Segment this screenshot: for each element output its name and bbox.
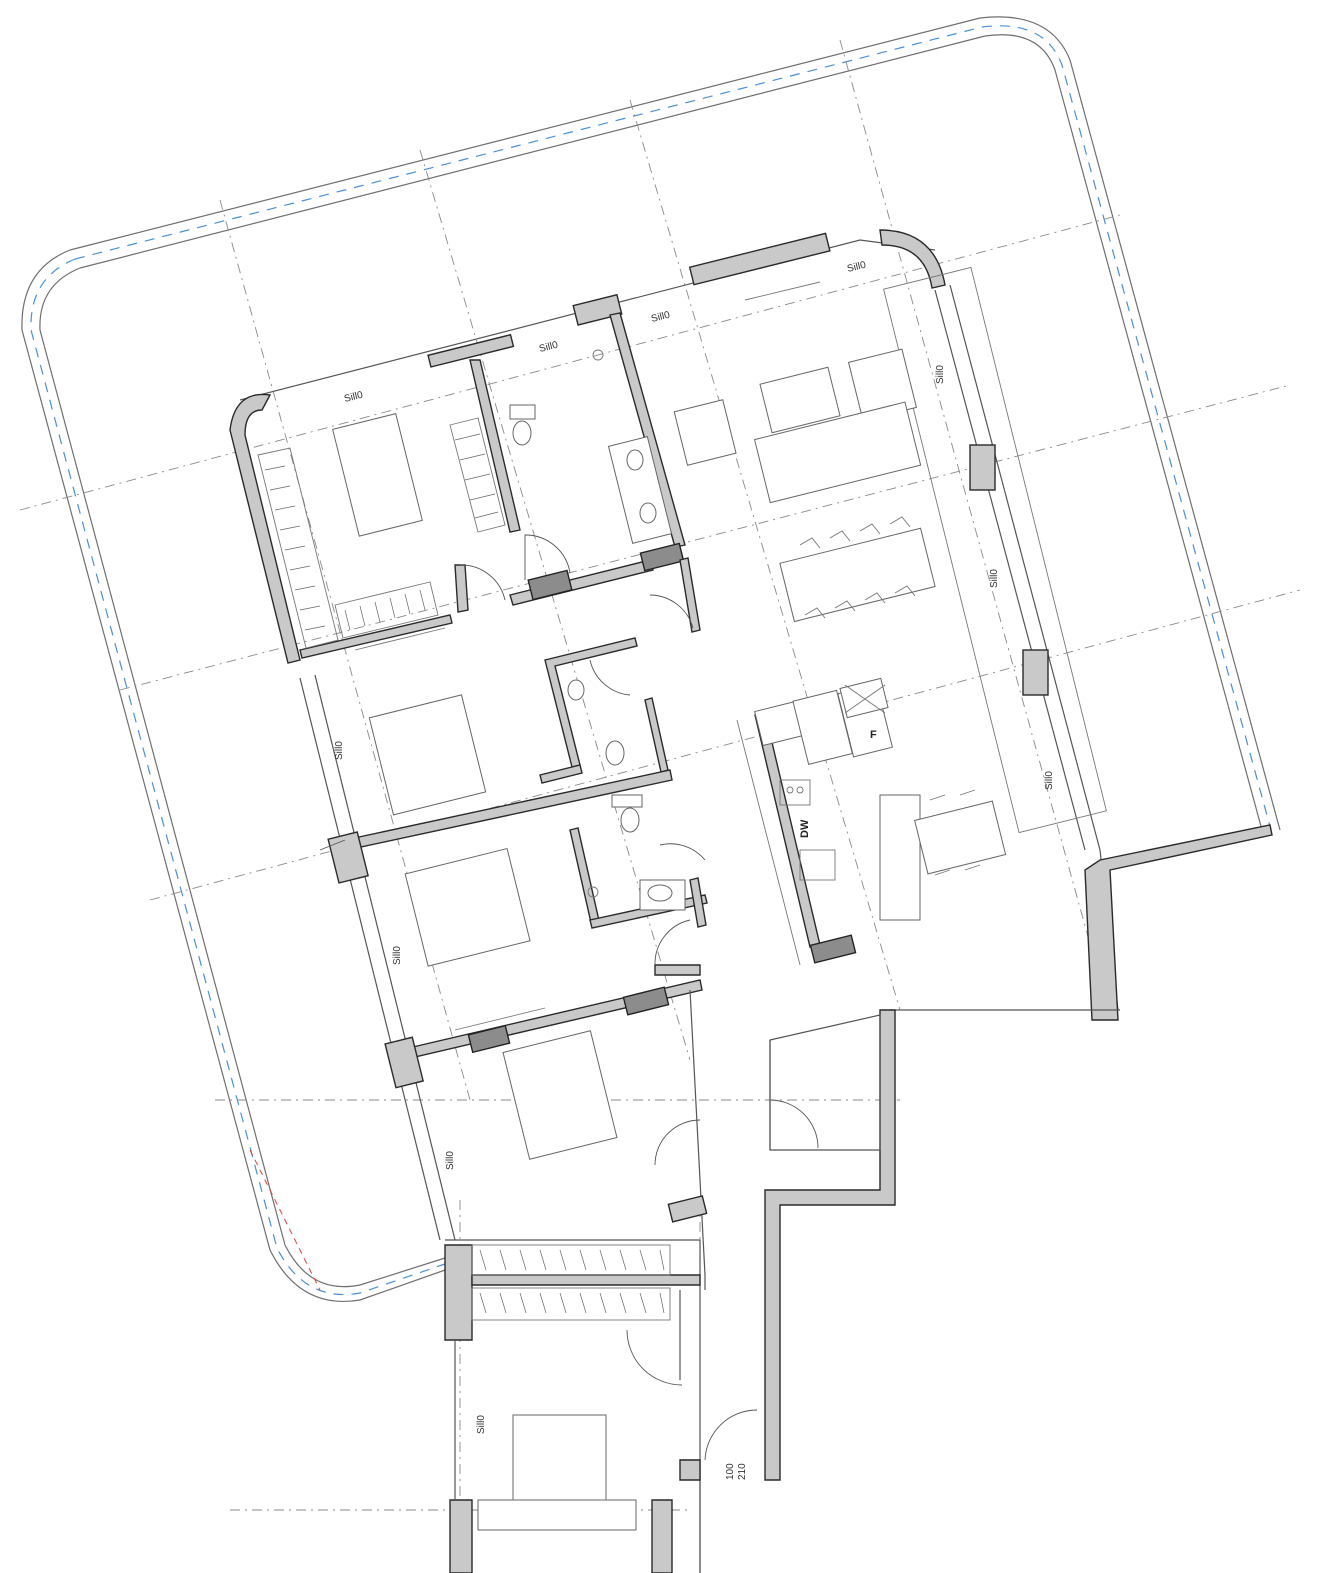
sill-label-7: Sill0 xyxy=(1044,771,1055,790)
sill-label-4: Sill0 xyxy=(846,260,867,275)
sill-label-3: Sill0 xyxy=(650,310,671,325)
fridge-label: F xyxy=(870,729,877,741)
terrace-outline xyxy=(21,16,1281,1302)
dimension-label-top: 100 xyxy=(725,1463,736,1480)
dimension-label-bottom: 210 xyxy=(737,1463,748,1480)
exterior-walls xyxy=(229,229,1273,1573)
dishwasher-label: DW xyxy=(799,819,811,838)
sill-label-8: Sill0 xyxy=(334,741,345,760)
sill-label-5: Sill0 xyxy=(935,365,946,384)
structural-grid xyxy=(19,39,1301,1560)
sill-label-9: Sill0 xyxy=(392,946,403,965)
interior-walls xyxy=(299,232,857,1573)
sill-label-6: Sill0 xyxy=(989,569,1000,588)
sill-label-1: Sill0 xyxy=(343,390,364,405)
sill-label-11: Sill0 xyxy=(476,1415,487,1434)
bathroom-fixtures xyxy=(509,349,686,911)
plan-annotations: Sill0 Sill0 Sill0 Sill0 Sill0 Sill0 Sill… xyxy=(334,260,1055,1480)
wardrobes xyxy=(257,417,671,1321)
living-furniture xyxy=(673,348,1007,921)
sill-label-10: Sill0 xyxy=(445,1151,456,1170)
sill-label-2: Sill0 xyxy=(538,340,559,355)
door-swings xyxy=(319,534,819,1461)
window-sill-marks xyxy=(354,281,821,1031)
beds xyxy=(332,413,637,1531)
